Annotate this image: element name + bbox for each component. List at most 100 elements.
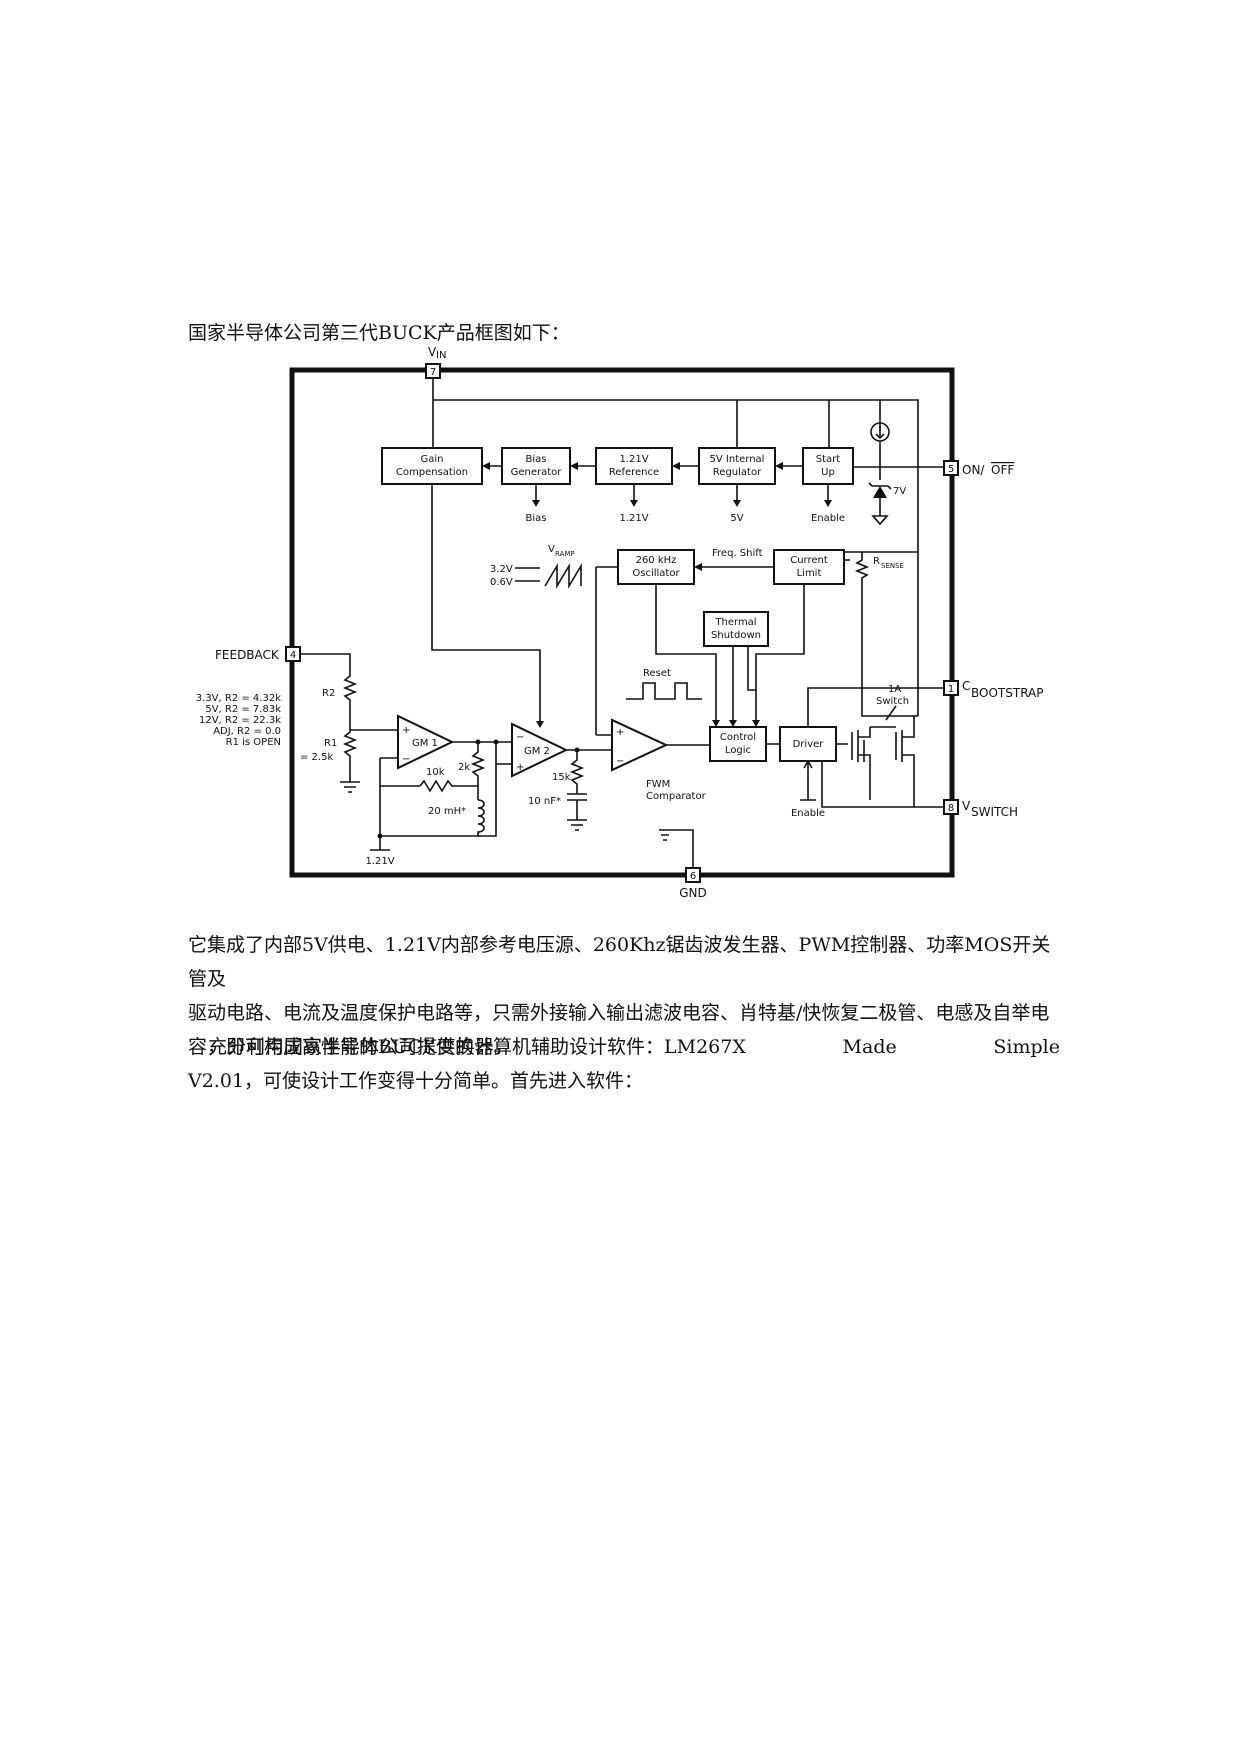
paragraph-segment: Simple [993, 1036, 1060, 1058]
svg-text:GM 1: GM 1 [412, 738, 438, 749]
svg-text:8: 8 [948, 803, 954, 814]
svg-text:C: C [962, 679, 970, 693]
current-limit-block: Current Limit [773, 549, 845, 585]
svg-text:Enable: Enable [791, 808, 825, 819]
svg-text:Reset: Reset [643, 668, 671, 679]
svg-text:V: V [548, 544, 555, 555]
pin-on-off: 5 ON/ OFF [943, 460, 1014, 477]
svg-text:Freq. Shift: Freq. Shift [712, 548, 763, 559]
svg-text:RAMP: RAMP [555, 550, 575, 558]
svg-text:V: V [428, 345, 437, 359]
svg-text:= 2.5k: = 2.5k [300, 752, 333, 763]
svg-text:GM 2: GM 2 [524, 746, 550, 757]
svg-text:5V, R2 = 7.83k: 5V, R2 = 7.83k [205, 704, 281, 715]
svg-text:Limit: Limit [797, 568, 822, 579]
svg-text:Oscillator: Oscillator [632, 568, 680, 579]
svg-text:Reference: Reference [609, 467, 659, 478]
zener-diode-icon [868, 482, 892, 526]
gm1-amplifier: GM 1 + − [397, 714, 455, 770]
pin-vswitch: 8 V SWITCH [943, 799, 1018, 819]
svg-text:+: + [402, 725, 410, 736]
paragraph-line: V2.01，可使设计工作变得十分简单。首先进入软件： [188, 1070, 644, 1092]
svg-text:15k: 15k [552, 772, 571, 783]
pin-vin: 7 V IN [425, 345, 446, 379]
pin-gnd: 6 GND [679, 867, 707, 900]
paragraph-line: 驱动电路、电流及温度保护电路等，只需外接输入输出滤波电容、肖特基/快恢复二极管、… [188, 1002, 1050, 1024]
svg-text:FEEDBACK: FEEDBACK [215, 648, 280, 662]
svg-text:+: + [516, 762, 524, 773]
svg-text:6: 6 [690, 871, 696, 882]
svg-text:Shutdown: Shutdown [711, 630, 761, 641]
svg-text:10k: 10k [426, 767, 445, 778]
svg-text:BOOTSTRAP: BOOTSTRAP [971, 686, 1044, 700]
svg-text:1A: 1A [888, 684, 901, 695]
software-paragraph: 充分利用国家半导体公司提供的计算机辅助设计软件：LM267X Made Simp… [188, 1030, 1060, 1098]
control-logic-block: Control Logic [709, 726, 767, 762]
svg-text:2k: 2k [458, 762, 470, 773]
svg-text:Control: Control [720, 732, 756, 743]
svg-text:OFF: OFF [991, 463, 1014, 477]
r2-value-table: 3.3V, R2 = 4.32k 5V, R2 = 7.83k 12V, R2 … [196, 693, 281, 748]
svg-text:Start: Start [816, 454, 841, 465]
svg-text:R2: R2 [322, 688, 335, 699]
svg-text:5V Internal: 5V Internal [710, 454, 765, 465]
svg-text:7V: 7V [893, 486, 906, 497]
gm2-amplifier: GM 2 − + [511, 722, 569, 778]
svg-text:+: + [616, 727, 624, 738]
paragraph-segment: Made [842, 1036, 897, 1058]
svg-text:Current: Current [790, 555, 828, 566]
svg-text:−: − [516, 732, 524, 743]
package-outline [289, 367, 955, 878]
svg-text:260 kHz: 260 kHz [636, 555, 677, 566]
bias-generator-block: Bias Generator [501, 447, 571, 485]
pin-bootstrap: 1 C BOOTSTRAP [943, 679, 1044, 700]
svg-text:0.6V: 0.6V [490, 577, 513, 588]
svg-text:−: − [402, 754, 410, 765]
svg-text:1.21V: 1.21V [619, 513, 648, 524]
svg-text:5V: 5V [730, 513, 743, 524]
svg-text:Bias: Bias [526, 454, 547, 465]
svg-text:ON/: ON/ [962, 463, 985, 477]
svg-text:IN: IN [436, 350, 446, 361]
thermal-shutdown-block: Thermal Shutdown [703, 611, 769, 647]
svg-text:3.3V, R2 = 4.32k: 3.3V, R2 = 4.32k [196, 693, 281, 704]
svg-text:3.2V: 3.2V [490, 564, 513, 575]
svg-text:10 nF*: 10 nF* [528, 796, 561, 807]
svg-text:Generator: Generator [511, 467, 563, 478]
svg-text:Logic: Logic [725, 745, 751, 756]
svg-text:Thermal: Thermal [714, 617, 756, 628]
start-up-block: Start Up [802, 447, 854, 485]
svg-text:Gain: Gain [421, 454, 444, 465]
paragraph-segment: 充分利用国家半导体公司提供的计算机辅助设计软件：LM267X [208, 1036, 746, 1058]
svg-text:20 mH*: 20 mH* [428, 806, 466, 817]
svg-text:1: 1 [948, 684, 954, 695]
pwm-comparator: + − [611, 718, 669, 772]
svg-text:1.21V: 1.21V [619, 454, 648, 465]
svg-text:5: 5 [948, 464, 954, 475]
svg-text:Enable: Enable [811, 513, 845, 524]
paragraph-line: 它集成了内部5V供电、1.21V内部参考电压源、260Khz锯齿波发生器、PWM… [188, 934, 1051, 990]
svg-text:ADJ, R2 = 0.0: ADJ, R2 = 0.0 [213, 726, 281, 737]
driver-block: Driver [779, 726, 837, 762]
svg-text:Driver: Driver [793, 739, 825, 750]
svg-text:Switch: Switch [876, 696, 909, 707]
svg-text:R: R [873, 556, 880, 567]
svg-text:GND: GND [679, 886, 707, 900]
svg-text:Comparator: Comparator [646, 791, 707, 802]
svg-text:−: − [616, 756, 624, 767]
description-paragraph: 它集成了内部5V供电、1.21V内部参考电压源、260Khz锯齿波发生器、PWM… [188, 928, 1058, 1064]
svg-text:SENSE: SENSE [881, 562, 904, 570]
svg-text:Compensation: Compensation [396, 467, 468, 478]
svg-text:Regulator: Regulator [713, 467, 762, 478]
intro-text: 国家半导体公司第三代BUCK产品框图如下： [188, 322, 570, 344]
svg-text:SWITCH: SWITCH [971, 805, 1018, 819]
svg-text:R1 is OPEN: R1 is OPEN [226, 737, 281, 748]
oscillator-block: 260 kHz Oscillator [617, 549, 695, 585]
svg-text:FWM: FWM [646, 779, 670, 790]
svg-text:7: 7 [430, 367, 436, 378]
paragraph-line: 容，即可构成高性能的BUCK变换器。 [188, 1036, 513, 1058]
pin-feedback: 4 FEEDBACK [215, 646, 301, 662]
svg-text:1.21V: 1.21V [365, 856, 394, 867]
svg-text:12V, R2 = 22.3k: 12V, R2 = 22.3k [199, 715, 281, 726]
